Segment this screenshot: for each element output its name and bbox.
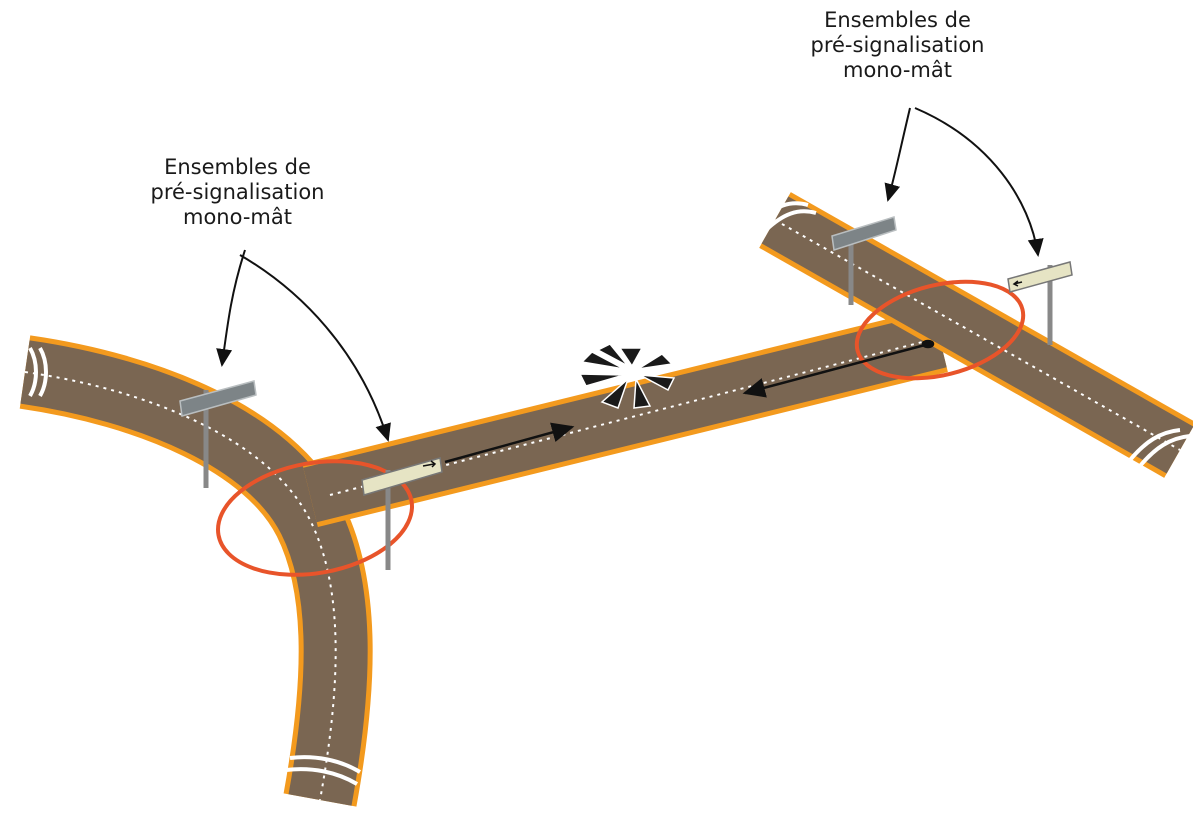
left-curved-road — [19, 335, 373, 807]
right-crossing-road — [759, 192, 1193, 478]
left-intersection-circle — [216, 459, 414, 577]
direction-arrows — [444, 339, 935, 464]
callout-right: Ensembles de pré-signalisation mono-mât — [780, 8, 1015, 83]
callout-left-line-3: mono-mât — [183, 205, 292, 229]
warning-beacon-icon — [578, 343, 676, 409]
callout-right-line-2: pré-signalisation — [810, 33, 985, 57]
road-end-stripes — [28, 201, 1191, 786]
callout-pointers — [216, 107, 1044, 442]
callout-right-line-3: mono-mât — [843, 58, 952, 82]
sign-center-cream — [361, 457, 443, 570]
sign-left-grey — [179, 380, 257, 488]
callout-left-line-1: Ensembles de — [164, 155, 311, 179]
callout-left-line-2: pré-signalisation — [150, 180, 325, 204]
right-intersection-circle — [854, 279, 1026, 381]
arrow-westbound — [742, 343, 926, 398]
sign-far-right-cream — [1007, 261, 1073, 345]
callout-right-line-1: Ensembles de — [824, 8, 971, 32]
callout-left: Ensembles de pré-signalisation mono-mât — [120, 155, 355, 230]
intersection-circles — [216, 279, 1026, 577]
arrow-eastbound — [444, 422, 575, 464]
sign-right-grey — [831, 216, 897, 305]
